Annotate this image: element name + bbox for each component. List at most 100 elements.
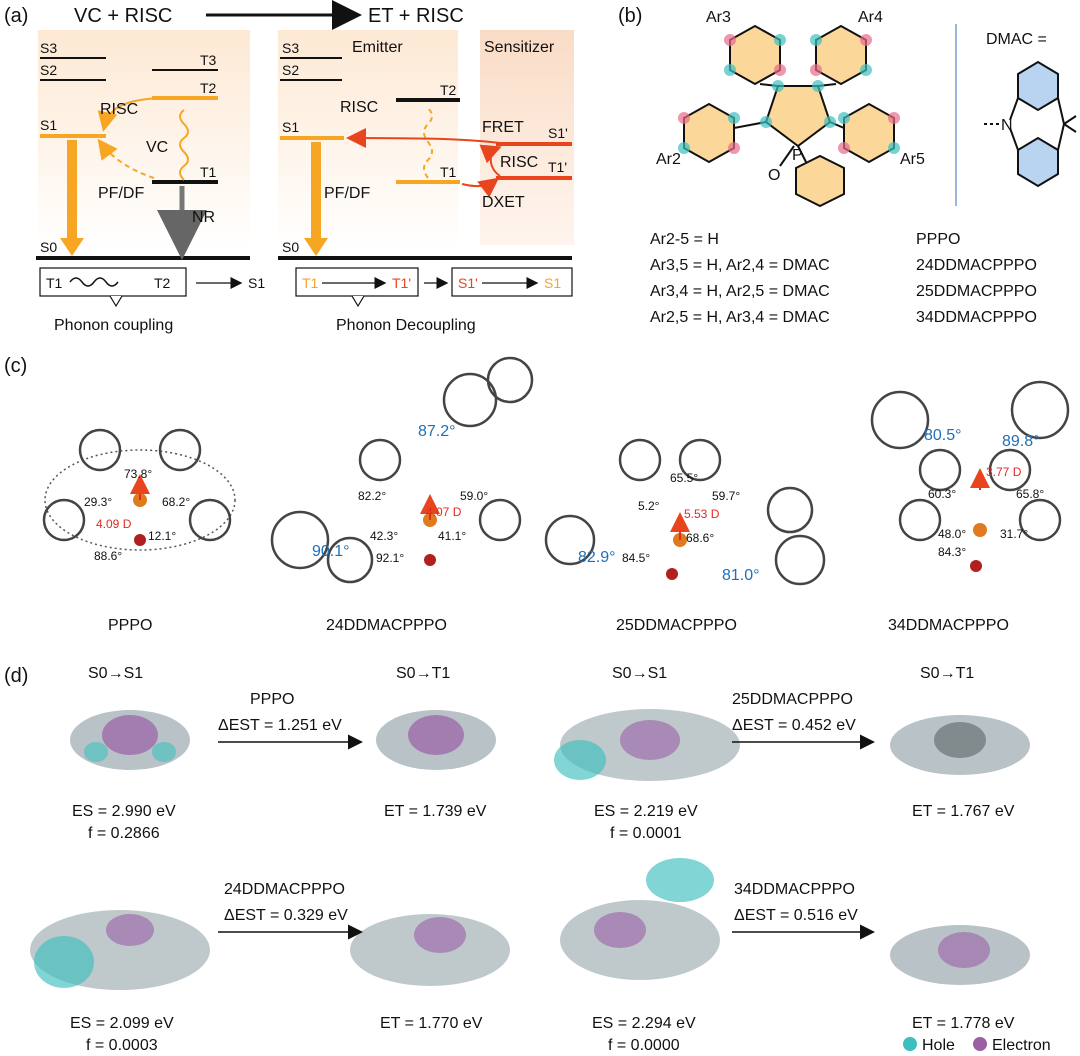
d-et-25: ET = 1.767 eV (912, 803, 1015, 820)
row-3-cond: Ar3,4 = H, Ar2,5 = DMAC (650, 283, 830, 300)
molecule-34ddmacpppo (870, 380, 1070, 572)
pf-df-arrow-shaft (67, 140, 77, 240)
r-pf-df-shaft (311, 142, 321, 240)
r-lbl-s3: S3 (282, 40, 299, 56)
lbl-ar2: Ar2 (656, 151, 681, 168)
34-angle-2: 65.8° (1016, 487, 1044, 501)
d-name-34: 34DDMACPPPO (734, 881, 855, 898)
34-angle-4: 31.7° (1000, 527, 1028, 541)
24-angle-3: 42.3° (370, 529, 398, 543)
dxet-arrow (461, 177, 500, 198)
d-s0t1-2: S0→T1 (920, 665, 974, 682)
d-f-25: f = 0.0001 (610, 825, 682, 842)
d-name-24: 24DDMACPPPO (224, 881, 345, 898)
row-4-name: 34DDMACPPPO (916, 309, 1037, 326)
lbl-s2: S2 (40, 62, 57, 78)
rbox-t1p: T1' (392, 275, 411, 291)
dmac-structure (984, 60, 1077, 188)
r-lbl-t1p: T1' (548, 159, 567, 175)
d-et-24: ET = 1.770 eV (380, 1015, 483, 1032)
lbl-s3: S3 (40, 40, 57, 56)
orbital-pppo-t1 (376, 710, 496, 770)
row-3-name: 25DDMACPPPO (916, 283, 1037, 300)
pppo-angle-2: 29.3° (84, 495, 112, 509)
pppo-angle-5: 88.6° (94, 549, 122, 563)
lbl-risc: RISC (100, 101, 138, 118)
lbl-s1: S1 (40, 117, 57, 133)
d-f-34: f = 0.0000 (608, 1037, 680, 1054)
25-blue-angle-2: 81.0° (722, 567, 760, 584)
d-s0t1-1: S0→T1 (396, 665, 450, 682)
panel-label-d: (d) (4, 665, 28, 687)
lbl-emitter: Emitter (352, 39, 403, 56)
24-dipole: 4.07 D (426, 505, 462, 519)
row-1-cond: Ar2-5 = H (650, 231, 719, 248)
legend-electron-label: Electron (992, 1037, 1051, 1054)
34-dipole: 3.77 D (986, 465, 1022, 479)
lbl-o: O (768, 167, 780, 184)
rbox-s1: S1 (544, 275, 561, 291)
lbl-pf-df: PF/DF (98, 185, 144, 202)
d-es-25: ES = 2.219 eV (594, 803, 698, 820)
fret-arrow (346, 128, 501, 149)
molecule-25ddmacpppo (544, 438, 826, 586)
lbl-fret: FRET (482, 119, 524, 136)
r-lbl-s0: S0 (282, 239, 299, 255)
d-et-34: ET = 1.778 eV (912, 1015, 1015, 1032)
lbl-s0: S0 (40, 239, 57, 255)
orbital-pppo-s1 (70, 710, 190, 770)
sensitizer-bg (480, 30, 574, 245)
lbl-t2: T2 (200, 80, 217, 96)
pppo-angle-4: 12.1° (148, 529, 176, 543)
legend-hole-swatch (903, 1037, 917, 1051)
r-risc-arrow (479, 144, 502, 177)
d-dest-24: ΔEST = 0.329 eV (224, 907, 348, 924)
row-1-name: PPPO (916, 231, 960, 248)
panel-label-a: (a) (4, 5, 28, 27)
lbl-vc: VC (146, 139, 168, 156)
24-angle-5: 92.1° (376, 551, 404, 565)
r-lbl-pf-df: PF/DF (324, 185, 370, 202)
lbl-dxet: DXET (482, 194, 525, 211)
rbox-s1p: S1' (458, 275, 478, 291)
box-wave (69, 277, 119, 287)
24-blue-angle-2: 90.1° (312, 543, 350, 560)
24-angle-2: 59.0° (460, 489, 488, 503)
panel-label-b: (b) (618, 5, 642, 27)
right-caption: Phonon Decoupling (336, 317, 476, 334)
p-phenyl-ring (795, 154, 845, 208)
34-blue-angle-2: 89.8° (1002, 433, 1040, 450)
25-angle-3: 59.7° (712, 489, 740, 503)
pppo-angle-3: 68.2° (162, 495, 190, 509)
lbl-risc2: RISC (500, 154, 538, 171)
ring-dots (678, 34, 900, 154)
pppo-dipole: 4.09 D (96, 517, 132, 531)
d-dest-34: ΔEST = 0.516 eV (734, 907, 858, 924)
d-et-pppo: ET = 1.739 eV (384, 803, 487, 820)
d-name-pppo: PPPO (250, 691, 294, 708)
lbl-nr: NR (192, 209, 215, 226)
24-blue-angle-1: 87.2° (418, 423, 456, 440)
25-angle-5: 84.5° (622, 551, 650, 565)
r-lbl-s1p: S1' (548, 125, 568, 141)
box-t2: T2 (154, 275, 171, 291)
r-pf-df-head (304, 238, 328, 256)
left-caption: Phonon coupling (54, 317, 173, 334)
d-f-pppo: f = 0.2866 (88, 825, 160, 842)
panel-c: (c) 73.8° 29.3° 68.2° 12.1° 88.6° 4.09 D… (4, 355, 1070, 634)
left-callout-tail (109, 295, 123, 308)
d-f-24: f = 0.0003 (86, 1037, 158, 1054)
34-angle-3: 48.0° (938, 527, 966, 541)
34-angle-5: 84.3° (938, 545, 966, 559)
panel-label-c: (c) (4, 355, 27, 377)
lbl-ar4: Ar4 (858, 9, 883, 26)
panel-d: (d) S0→S1 S0→T1 S0→S1 S0→T1 (4, 665, 1051, 1054)
right-title: ET + RISC (368, 5, 464, 27)
d-s0s1-2: S0→S1 (612, 665, 667, 682)
row-2-name: 24DDMACPPPO (916, 257, 1037, 274)
orbital-25-s1 (554, 709, 740, 781)
25-angle-2: 5.2° (638, 499, 660, 513)
risc-arrow (97, 97, 161, 132)
34-blue-angle-1: 80.5° (924, 427, 962, 444)
orbital-25-t1 (890, 715, 1030, 775)
